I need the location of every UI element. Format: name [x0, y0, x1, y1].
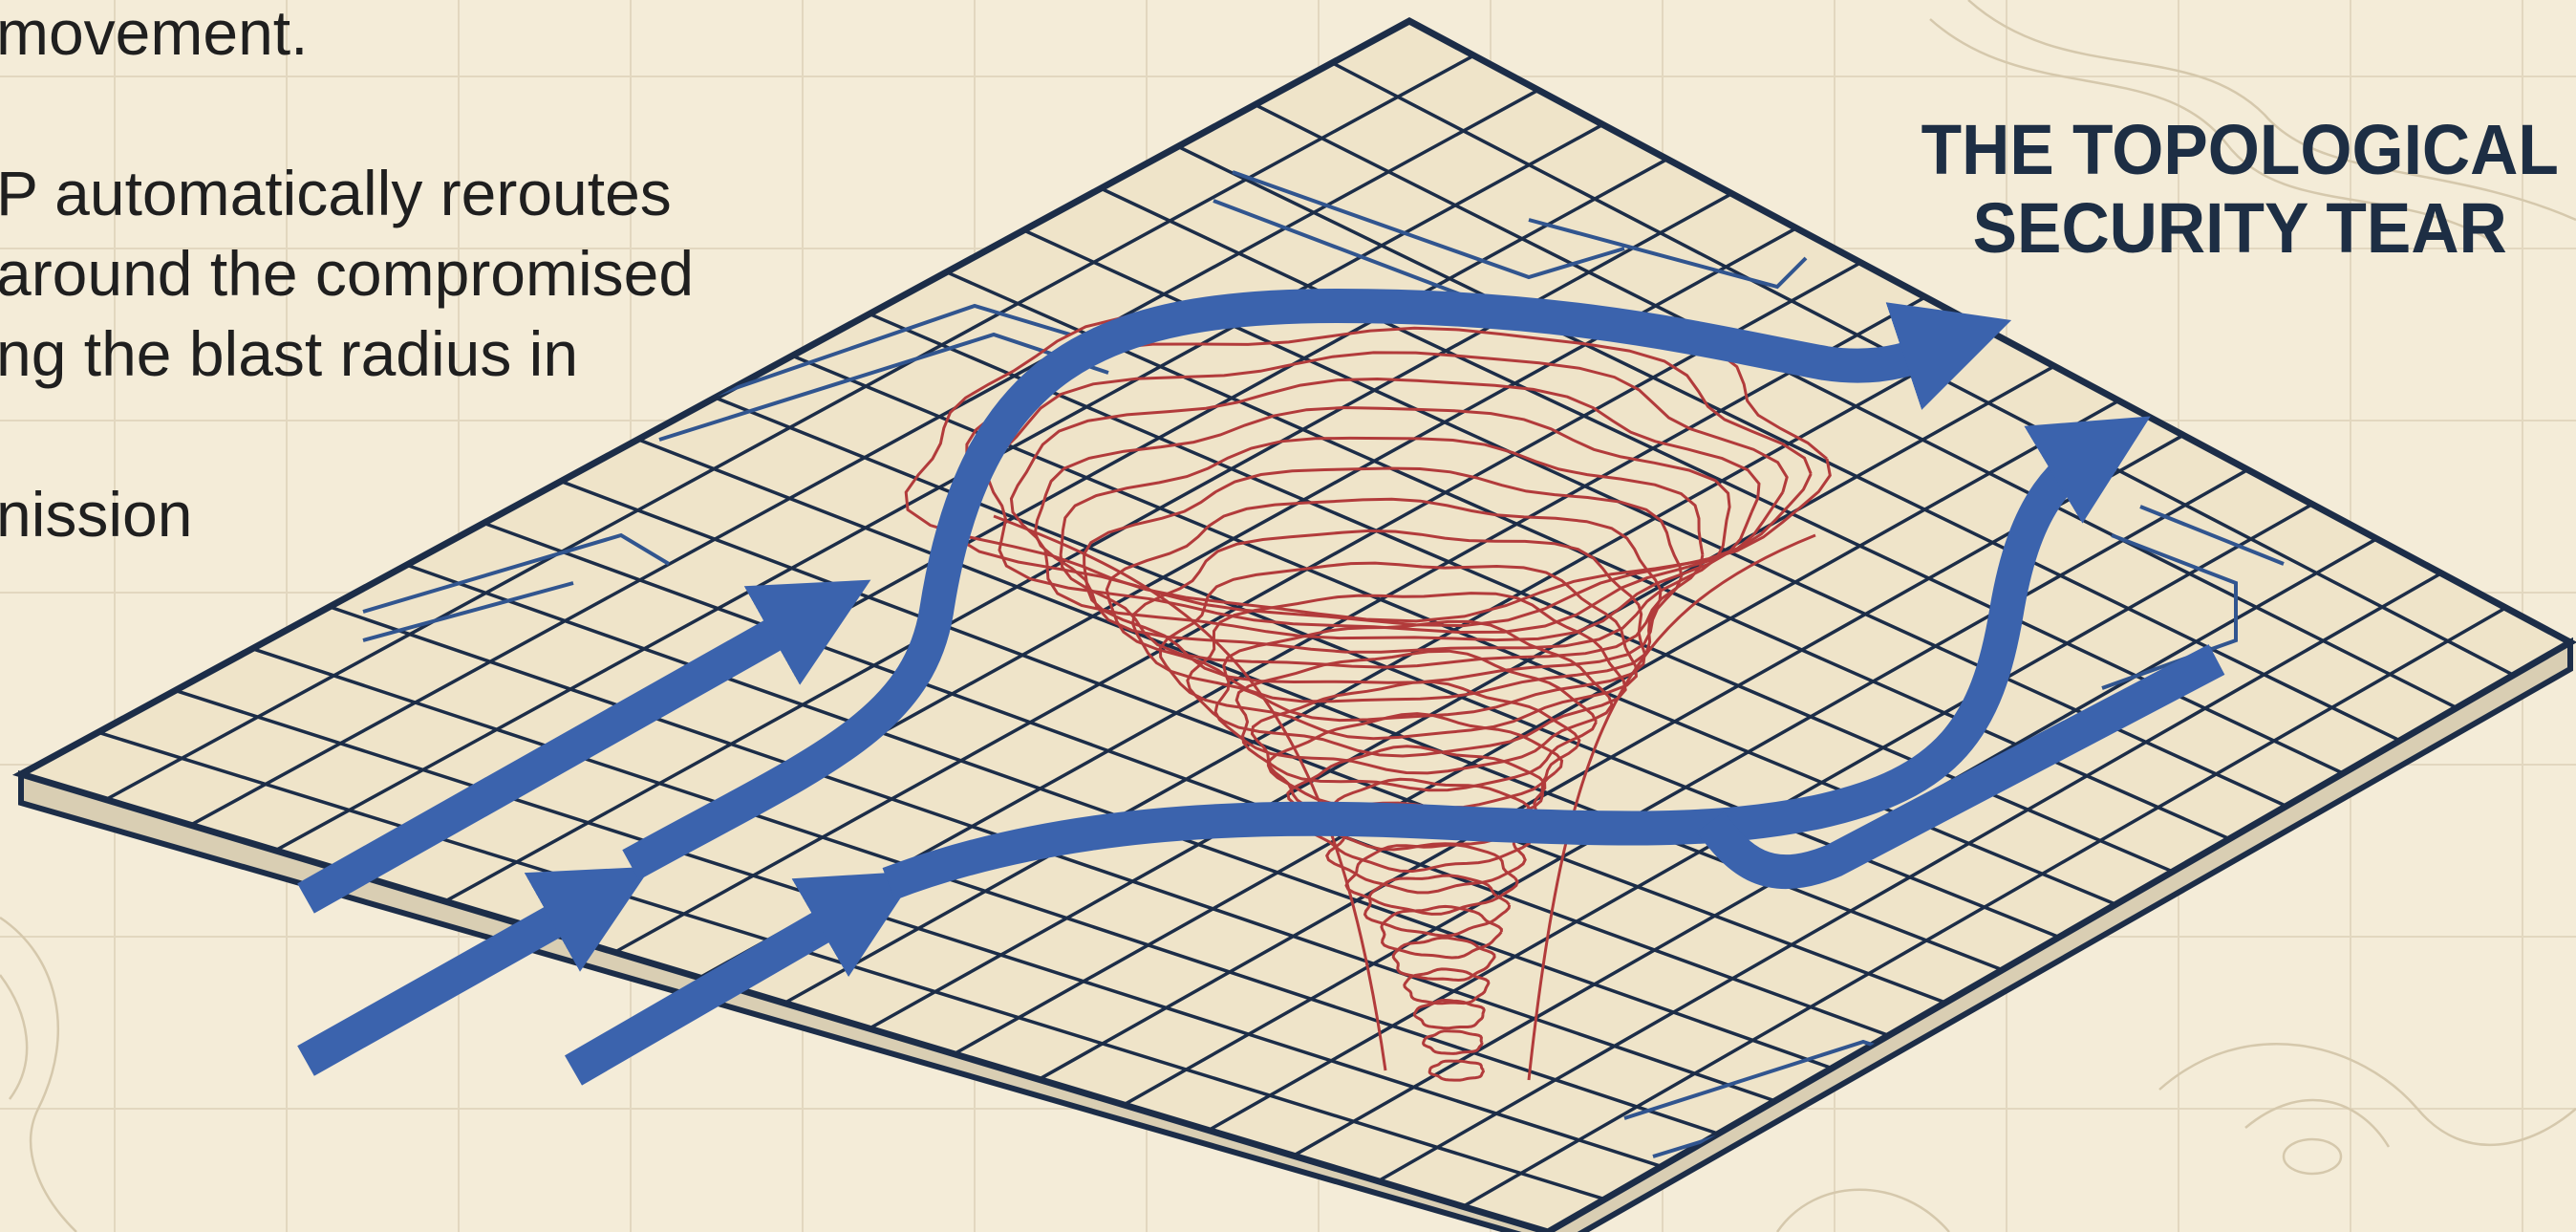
flow-arrows — [297, 289, 2225, 1086]
body-text-line: nission — [0, 479, 193, 550]
body-text-line: ng the blast radius in — [0, 318, 579, 389]
title-line-1: THE TOPOLOGICAL — [1921, 110, 2559, 189]
arrow-left-middle — [297, 866, 652, 1076]
body-text: movement. P automatically reroutes aroun… — [0, 0, 837, 554]
body-text-line: P automatically reroutes — [0, 158, 672, 228]
arrow-right-lower — [1696, 644, 2225, 890]
arrow-left-lower — [564, 871, 919, 1086]
arrow-left-top — [297, 579, 871, 914]
arrow-reroute-bottom — [882, 416, 2151, 900]
body-text-line: movement. — [0, 0, 309, 68]
arrow-reroute-top — [622, 289, 2012, 880]
diagram-title: THE TOPOLOGICAL SECURITY TEAR — [1921, 111, 2559, 268]
title-line-2: SECURITY TEAR — [1972, 188, 2507, 268]
body-text-line: around the compromised — [0, 238, 695, 309]
